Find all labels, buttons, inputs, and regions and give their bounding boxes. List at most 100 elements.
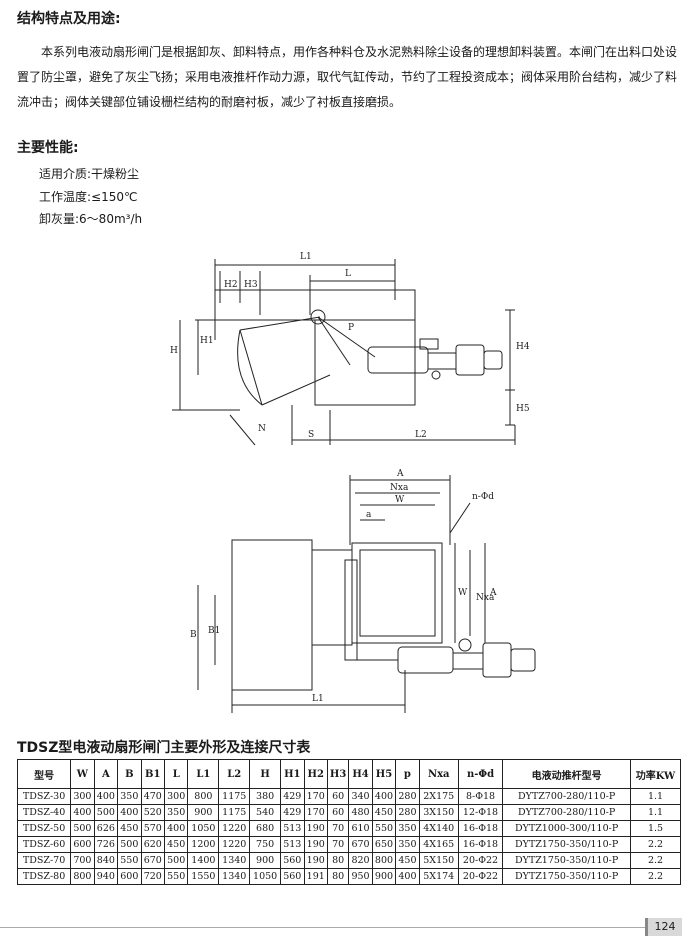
side-label-L: L (345, 269, 351, 279)
table-header-cell: B (117, 759, 142, 789)
table-cell: 500 (70, 820, 95, 837)
table-cell: 450 (395, 852, 420, 869)
table-cell: 950 (348, 868, 373, 885)
table-header-cell: 电液动推杆型号 (502, 759, 632, 789)
top-label-B1: B1 (208, 626, 220, 636)
table-cell: 1220 (218, 820, 251, 837)
section-title-performance: 主要性能: (17, 140, 79, 156)
table-cell: 450 (163, 836, 189, 853)
top-label-Nxa: Nxa (390, 483, 409, 493)
top-label-W-right: W (458, 588, 468, 598)
table-cell: 570 (140, 820, 165, 837)
table-cell: 20-Φ22 (457, 852, 504, 869)
section-title-structure: 结构特点及用途: (17, 11, 121, 27)
table-cell: 450 (117, 820, 142, 837)
table-cell: 726 (93, 836, 119, 853)
table-cell: 300 (163, 788, 189, 805)
table-cell: 350 (163, 804, 189, 821)
table-cell: 400 (117, 804, 142, 821)
table-cell: 820 (348, 852, 373, 869)
table-cell: 70 (326, 836, 350, 853)
table-cell: 480 (348, 804, 373, 821)
top-label-A-right: A (489, 588, 497, 598)
table-header-cell: 功率KW (630, 759, 681, 789)
table-cell: 610 (348, 820, 373, 837)
table-cell: 190 (303, 820, 328, 837)
table-cell: 1175 (218, 788, 251, 805)
table-cell: 12-Φ18 (457, 804, 504, 821)
table-cell: 500 (117, 836, 142, 853)
table-cell: 190 (303, 852, 328, 869)
side-label-N: N (258, 424, 266, 434)
table-cell: DYTZ700-280/110-P (502, 788, 632, 805)
table-cell: 350 (395, 820, 420, 837)
table-cell: 800 (187, 788, 220, 805)
table-cell: 190 (303, 836, 328, 853)
top-label-B: B (190, 630, 197, 640)
side-label-H1: H1 (200, 336, 214, 346)
table-cell: 560 (280, 868, 305, 885)
table-cell: 340 (348, 788, 373, 805)
table-cell: 840 (93, 852, 119, 869)
table-cell: 4X165 (418, 836, 459, 853)
table-cell: 560 (280, 852, 305, 869)
table-header-cell: L1 (187, 759, 220, 789)
side-label-L2: L2 (415, 430, 427, 440)
table-cell: DYTZ1750-350/110-P (502, 868, 632, 885)
table-cell: 2X175 (418, 788, 459, 805)
table-cell: 350 (117, 788, 142, 805)
table-header-cell: H5 (371, 759, 397, 789)
table-cell: 400 (163, 820, 189, 837)
table-cell: 350 (395, 836, 420, 853)
table-header-cell: A (93, 759, 119, 789)
table-cell: 3X150 (418, 804, 459, 821)
table-cell: 5X150 (418, 852, 459, 869)
top-label-a: a (366, 510, 372, 520)
structure-paragraph: 本系列电液动扇形闸门是根据卸灰、卸料特点，用作各种料仓及水泥熟料除尘设备的理想卸… (17, 40, 681, 115)
side-label-H3: H3 (244, 280, 258, 290)
table-cell: 20-Φ22 (457, 868, 504, 885)
table-title: TDSZ型电液动扇形闸门主要外形及连接尺寸表 (17, 740, 311, 756)
side-view-drawing: L1 L H2 H3 H1 H P H4 H5 N S L2 (170, 252, 530, 446)
table-cell: 550 (163, 868, 189, 885)
table-cell: 1050 (249, 868, 282, 885)
top-label-A: A (396, 469, 404, 479)
table-cell: 600 (70, 836, 95, 853)
table-cell: 900 (371, 868, 397, 885)
table-cell: 5X174 (418, 868, 459, 885)
table-cell: 450 (371, 804, 397, 821)
table-cell: DYTZ1750-350/110-P (502, 836, 632, 853)
table-cell: 170 (303, 788, 328, 805)
table-cell: 680 (249, 820, 282, 837)
table-cell: 400 (93, 788, 119, 805)
side-label-S: S (308, 430, 314, 440)
perf-medium: 适用介质:干燥粉尘 (39, 167, 140, 181)
table-header-cell: H1 (280, 759, 305, 789)
table-cell: 750 (249, 836, 282, 853)
table-cell: 60 (326, 804, 350, 821)
table-cell: 1.1 (630, 804, 681, 821)
table-cell: TDSZ-30 (16, 788, 72, 805)
side-label-H4: H4 (516, 342, 530, 352)
table-cell: 1400 (187, 852, 220, 869)
table-cell: 670 (140, 852, 165, 869)
table-cell: 191 (303, 868, 328, 885)
table-cell: TDSZ-70 (16, 852, 72, 869)
table-cell: 280 (395, 804, 420, 821)
table-cell: 500 (163, 852, 189, 869)
table-cell: 470 (140, 788, 165, 805)
table-cell: TDSZ-40 (16, 804, 72, 821)
table-cell: 4X140 (418, 820, 459, 837)
table-cell: 513 (280, 836, 305, 853)
top-label-n-d: n-Φd (472, 492, 494, 502)
table-cell: 280 (395, 788, 420, 805)
table-cell: 626 (93, 820, 119, 837)
table-header-cell: L (163, 759, 189, 789)
table-cell: 1340 (218, 852, 251, 869)
top-view-drawing: A Nxa W a n-Φd Nxa W A B B1 L1 (190, 469, 536, 713)
